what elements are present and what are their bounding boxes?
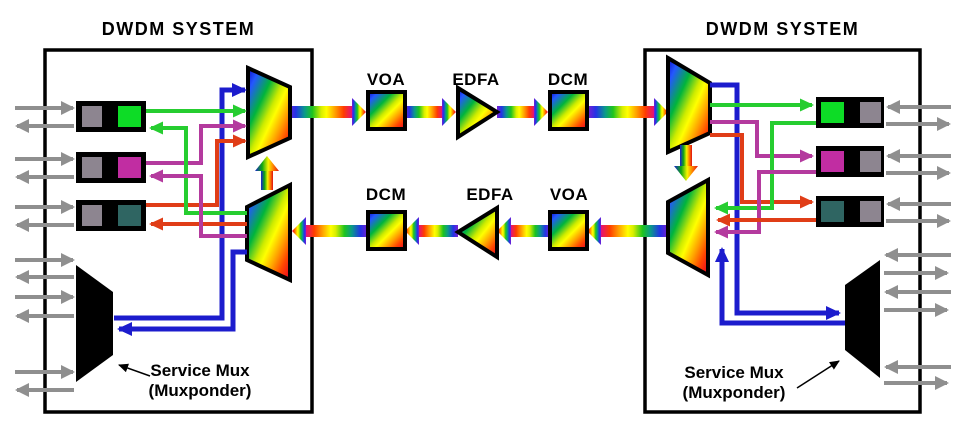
right-service-mux-trapezoid — [845, 260, 880, 378]
left-mux-trapezoid — [246, 64, 292, 161]
wire-magenta-rx — [710, 120, 814, 163]
right-passthrough-down-arrow-icon — [674, 145, 698, 181]
fiber-arrowhead-left-icon — [292, 217, 306, 245]
fiber-arrowhead-right-icon — [654, 98, 668, 126]
fiber-band — [419, 225, 458, 237]
voa-block-bottom — [548, 210, 589, 251]
right-wavelength-wires — [710, 82, 845, 326]
fiber-band — [288, 106, 352, 118]
wire-red-rx — [710, 133, 814, 209]
left-passthrough-up-arrow-icon — [255, 156, 279, 190]
fiber-band — [405, 106, 442, 118]
client-port-square — [82, 106, 102, 127]
dcm-label-top: DCM — [547, 70, 589, 89]
left-service-mux-label: Service Mux (Muxponder) — [125, 361, 275, 401]
dcm-block-top — [548, 90, 589, 131]
wire-magenta-rx — [149, 169, 247, 238]
wire-red-tx — [146, 134, 247, 207]
left-transponders — [76, 101, 146, 231]
client-port-square — [860, 151, 881, 172]
voa-label-top: VOA — [366, 70, 406, 89]
fiber-band — [588, 106, 654, 118]
edfa-amplifier-bottom-icon — [454, 204, 499, 261]
fiber-band — [306, 225, 368, 237]
edfa-label-bottom: EDFA — [466, 185, 514, 204]
wire-magenta-tx — [714, 170, 816, 239]
lambda-teal-square — [118, 205, 141, 226]
line-fiber-bottom-path — [292, 217, 668, 245]
dcm-block-bottom — [366, 210, 407, 251]
dcm-label-bottom: DCM — [365, 185, 407, 204]
lambda-green-square — [821, 102, 844, 123]
fiber-band — [511, 225, 550, 237]
fiber-arrowhead-right-icon — [534, 98, 548, 126]
voa-label-bottom: VOA — [549, 185, 589, 204]
wire-blue-tx — [114, 83, 247, 321]
lambda-magenta-square — [118, 157, 141, 178]
right-service-mux-label-line1: Service Mux — [684, 363, 784, 382]
edfa-amplifier-top-icon — [456, 84, 501, 141]
right-transponders — [816, 97, 884, 227]
left-client-arrows — [15, 101, 75, 397]
right-service-mux-label-line2: (Muxponder) — [682, 383, 786, 402]
fiber-arrowhead-right-icon — [352, 98, 366, 126]
fiber-arrowhead-right-icon — [442, 98, 456, 126]
fiber-arrowhead-left-icon — [405, 217, 419, 245]
voa-block-top — [366, 90, 407, 131]
right-service-mux-label: Service Mux (Muxponder) — [659, 363, 809, 403]
right-system-title: DWDM SYSTEM — [705, 19, 860, 39]
right-client-arrows — [884, 100, 951, 390]
left-demux-trapezoid — [245, 181, 292, 284]
fiber-arrowhead-left-icon — [497, 217, 511, 245]
fiber-band — [601, 225, 668, 237]
line-fiber-top-path — [288, 98, 668, 126]
client-port-square — [82, 157, 102, 178]
lambda-magenta-square — [821, 151, 844, 172]
lambda-teal-square — [821, 201, 844, 222]
fiber-arrowhead-left-icon — [587, 217, 601, 245]
client-port-square — [82, 205, 102, 226]
left-service-mux-pointer-arrow-icon — [118, 363, 151, 377]
wire-green-rx — [149, 121, 247, 215]
left-system-title: DWDM SYSTEM — [101, 19, 256, 39]
right-demux-trapezoid — [666, 54, 712, 156]
wire-magenta-tx — [146, 119, 247, 165]
left-service-mux-trapezoid — [76, 265, 113, 382]
wire-blue-rx — [710, 82, 841, 320]
right-service-mux-pointer-arrow-icon — [796, 360, 840, 389]
right-mux-trapezoid — [666, 176, 710, 279]
left-wavelength-wires — [114, 83, 247, 336]
client-port-square — [860, 102, 881, 123]
lambda-green-square — [118, 106, 141, 127]
left-service-mux-label-line1: Service Mux — [150, 361, 250, 380]
left-service-mux-label-line2: (Muxponder) — [148, 381, 252, 400]
wire-green-tx — [714, 121, 816, 215]
fiber-band — [497, 106, 534, 118]
wire-blue-rx — [117, 249, 247, 336]
edfa-label-top: EDFA — [452, 70, 500, 89]
wire-blue-tx — [715, 247, 845, 326]
client-port-square — [860, 201, 881, 222]
